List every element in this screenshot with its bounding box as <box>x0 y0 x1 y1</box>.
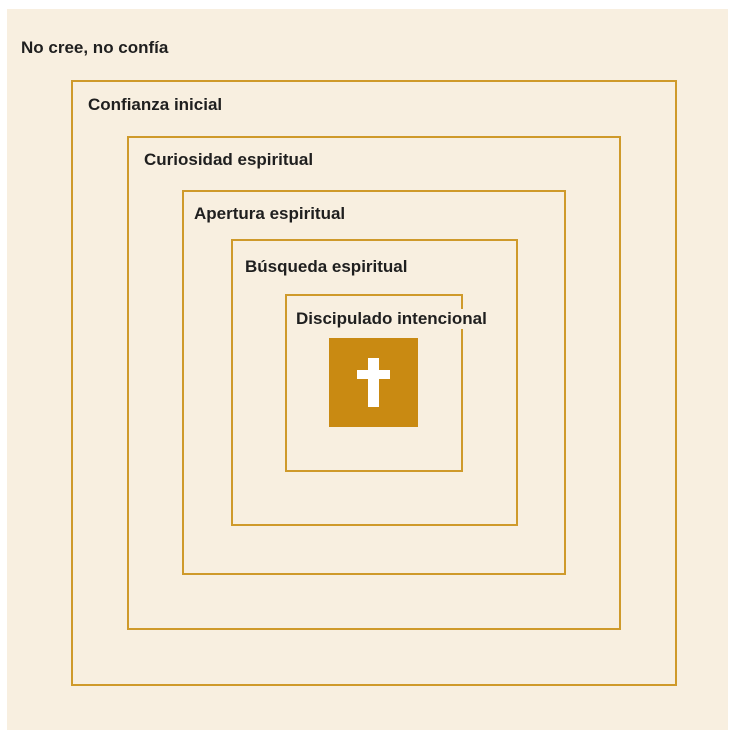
ring-label-busqueda-espiritual: Búsqueda espiritual <box>245 257 408 276</box>
ring-frame-discipulado-intencional <box>285 294 463 472</box>
ring-label-no-cree: No cree, no confía <box>21 38 169 57</box>
ring-label-curiosidad-espiritual: Curiosidad espiritual <box>144 150 314 169</box>
ring-frame-apertura-espiritual <box>182 190 566 575</box>
ring-frame-busqueda-espiritual <box>231 239 518 526</box>
ring-label-discipulado-intencional: Discipulado intencional <box>294 309 491 329</box>
ring-label-apertura-espiritual: Apertura espiritual <box>194 204 346 223</box>
ring-label-confianza-inicial: Confianza inicial <box>88 95 223 114</box>
ring-frame-curiosidad-espiritual <box>127 136 621 630</box>
ring-frame-confianza-inicial <box>71 80 677 686</box>
center-cross-box <box>329 338 418 427</box>
